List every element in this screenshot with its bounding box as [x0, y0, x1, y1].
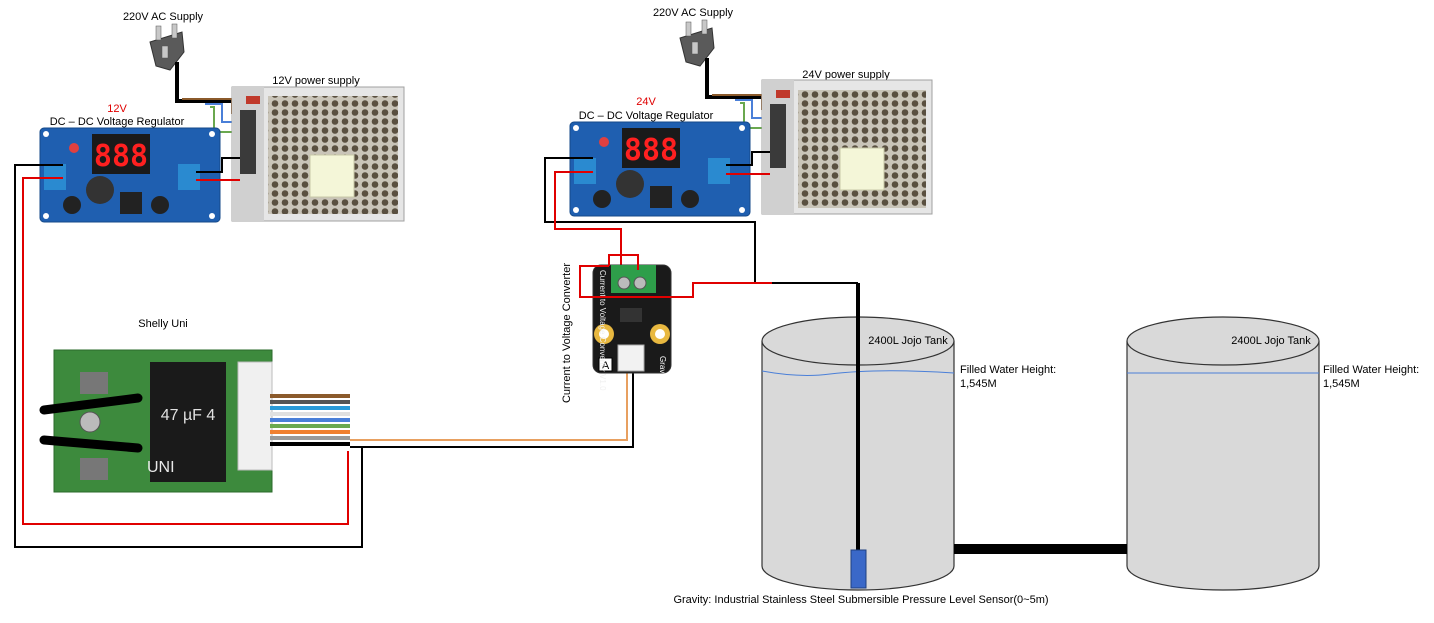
shelly-print: UNI: [147, 459, 175, 476]
display-left: 888: [94, 139, 148, 174]
ac-supply-left-label: 220V AC Supply: [123, 11, 204, 23]
sensor-label: Gravity: Industrial Stainless Steel Subm…: [673, 594, 1048, 606]
wire-black-ground: [350, 345, 634, 448]
pressure-sensor: [850, 549, 867, 589]
shelly-ribbon-cable: [270, 394, 350, 446]
psu-12v-label: 12V power supply: [272, 75, 360, 87]
psu24-output-wires: [726, 151, 770, 175]
mains-wires-right: [705, 58, 770, 129]
converter-label: Current to Voltage Converter: [561, 263, 573, 403]
psu-24v-label: 24V power supply: [802, 69, 890, 81]
tank-right: [1126, 316, 1320, 591]
tank-right-label: 2400L Jojo Tank: [1231, 335, 1311, 347]
shelly-uni: 47 µF 4 UNI: [53, 349, 273, 493]
shelly-probe-wires: [39, 393, 143, 453]
wire-red-converter-loop: [579, 265, 772, 298]
shelly-label: Shelly Uni: [138, 318, 188, 330]
converter-port-label: A: [602, 360, 610, 372]
filled-right-line1: Filled Water Height:: [1323, 364, 1419, 376]
regulator-right: 888: [569, 121, 751, 217]
current-voltage-converter: A Gravity Current to Voltage Converter V…: [592, 264, 672, 391]
ac-supply-right-label: 220V AC Supply: [653, 7, 734, 19]
voltage-24v-label: 24V: [636, 96, 656, 108]
psu12-output-wires: [196, 157, 240, 181]
plug-right-icon: [679, 19, 715, 67]
display-right: 888: [624, 133, 678, 168]
tank-left-label: 2400L Jojo Tank: [868, 335, 948, 347]
regulator-right-label: DC – DC Voltage Regulator: [579, 110, 714, 122]
voltage-12v-label: 12V: [107, 103, 127, 115]
psu-12v: [231, 86, 405, 222]
psu-24v: [761, 79, 933, 215]
wire-red-24v-converter: [554, 171, 622, 266]
tank-connector-pipe: [954, 544, 1127, 554]
mains-wires-left: [175, 62, 240, 133]
capacitor-text: 47 µF 4: [161, 407, 216, 424]
filled-left-line2: 1,545M: [960, 378, 997, 390]
converter-board-print: Current to Voltage Converter V1.0: [598, 270, 607, 391]
wire-black-24v-sensor: [544, 157, 858, 284]
filled-right-line2: 1,545M: [1323, 378, 1360, 390]
plug-left-icon: [149, 23, 185, 71]
gravity-print: Gravity: [658, 356, 667, 381]
filled-left-line1: Filled Water Height:: [960, 364, 1056, 376]
regulator-left: 888: [39, 127, 221, 223]
wire-orange-signal: [350, 345, 628, 441]
wire-red-converter-terminal: [608, 254, 639, 270]
regulator-left-label: DC – DC Voltage Regulator: [50, 116, 185, 128]
wire-red-left-loop: [22, 177, 349, 525]
